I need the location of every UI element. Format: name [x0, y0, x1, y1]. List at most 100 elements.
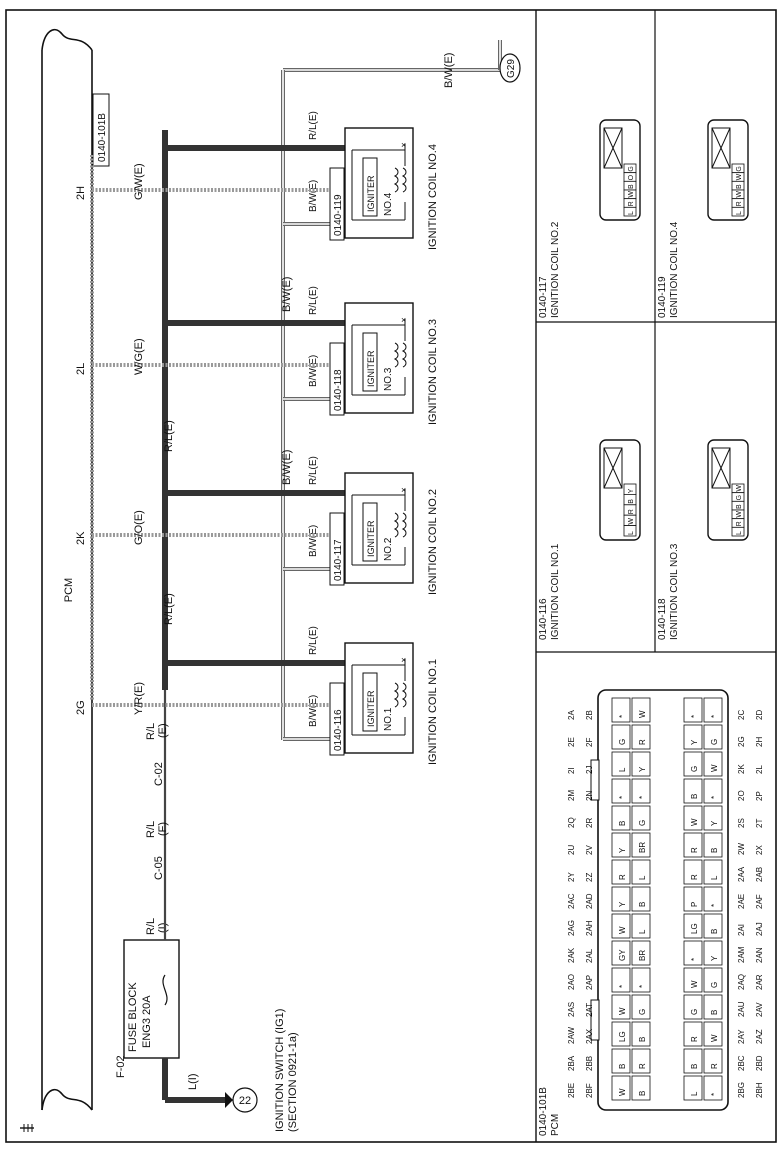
connector-pin — [731, 206, 745, 217]
connector-view-name: IGNITION COIL NO.3 — [669, 543, 680, 640]
pcm-pin-cell — [631, 805, 651, 831]
wire-label-signal: G/W(E) — [133, 163, 145, 200]
pcm-pin-color: L — [690, 1091, 699, 1096]
pcm-pin-color: B — [638, 1037, 647, 1042]
pcm-pin-cell — [631, 967, 651, 993]
pcm-pin-cell — [631, 859, 651, 885]
pcm-pin-cell — [611, 1048, 631, 1074]
spark-icon: × — [401, 485, 406, 495]
spark-icon: × — [401, 655, 406, 665]
pcm-pin-color: W — [618, 1088, 627, 1096]
coil-winding-icon — [393, 512, 399, 538]
pcm-pin-color: * — [710, 715, 719, 718]
pcm-pin-color: Y — [710, 955, 719, 961]
pcm-pin-label: 2I — [567, 767, 576, 774]
pcm-pin-cell — [611, 940, 631, 966]
pcm-pin-cell — [703, 1075, 723, 1101]
pcm-pin-cell — [611, 778, 631, 804]
pcm-pin-label: 2BG — [737, 1082, 746, 1098]
coil-connector-box — [329, 342, 345, 416]
igniter-box — [362, 332, 378, 392]
pcm-pin-label: 2AQ — [737, 974, 746, 990]
pcm-pin-label: 2AB — [755, 867, 764, 882]
pcm-terminal-label: 2H — [75, 186, 87, 200]
pcm-pin-color: L — [618, 767, 627, 772]
pcm-pin-color: BR — [638, 842, 647, 853]
pcm-pin-label: 2K — [737, 764, 746, 774]
joint-c02: C-02 R/L (E) R/L (F) — [145, 723, 169, 838]
pcm-pin-cell — [611, 913, 631, 939]
connector-pin — [731, 526, 745, 537]
wire-label-signal: W/G(E) — [133, 338, 145, 375]
pcm-pin-label: 2BF — [585, 1083, 594, 1098]
pcm-pin-color: B — [690, 794, 699, 799]
igniter-box — [362, 157, 378, 217]
ground-wire-label: B/W(E) — [443, 53, 455, 88]
pcm-pin-color: G — [638, 1009, 647, 1015]
pcm-pin-color: G — [618, 739, 627, 745]
pcm-pin-label: 2AV — [755, 1002, 764, 1017]
pcm-pin-color: G — [690, 1009, 699, 1015]
pcm-pin-label: 2V — [585, 845, 594, 855]
pcm-pin-color: LG — [690, 923, 699, 934]
connector-pin — [623, 525, 637, 537]
coil-connector-id: 0140-116 — [333, 709, 344, 751]
pcm-pin-color: B — [638, 1091, 647, 1096]
pcm-pin-label: 2T — [755, 819, 764, 828]
connector-pin-label: L — [736, 531, 743, 535]
connector-pin-label: G — [628, 166, 635, 171]
joint-c02-label: C-02 — [153, 762, 165, 786]
igniter-label: IGNITER — [366, 690, 376, 727]
pcm-pin-cell — [611, 859, 631, 885]
pcm-pin-label: 2C — [737, 710, 746, 720]
connector-pin — [623, 206, 637, 217]
pcm-pin-cell — [703, 1021, 723, 1047]
pcm-pin-color: B — [710, 1010, 719, 1015]
pcm-pin-cell — [631, 778, 651, 804]
pcm-pin-color: Y — [618, 847, 627, 853]
pcm-pin-color: G — [690, 766, 699, 772]
coil-number-label: NO.3 — [383, 367, 394, 391]
connector-panel — [536, 10, 776, 653]
pcm-pin-cell — [631, 724, 651, 750]
pcm-pin-color: P — [690, 902, 699, 907]
pcm-pin-color: GY — [618, 949, 627, 961]
pcm-pin-label: 2AK — [567, 947, 576, 963]
joint-c05-label: C-05 — [153, 856, 165, 880]
connector-pin-label: R — [628, 509, 635, 514]
pcm-pin-color: * — [690, 715, 699, 718]
pcm-pin-color: * — [618, 985, 627, 988]
pcm-pin-cell — [631, 1075, 651, 1101]
wire-label-feed-1: R/L(E) — [163, 420, 175, 452]
coil-winding-icon — [401, 167, 407, 193]
spark-icon: × — [401, 140, 406, 150]
pcm-pin-cell — [611, 832, 631, 858]
joint-c05: C-05 R/L (I) — [145, 856, 169, 935]
pcm-pin-label: 2R — [585, 818, 594, 828]
connector-view-name: IGNITION COIL NO.4 — [669, 221, 680, 318]
pcm-pin-color: R — [618, 874, 627, 880]
wire-label-rl-i: R/L (I) — [145, 915, 169, 935]
pcm-pin-cell — [631, 832, 651, 858]
pcm-pin-color: B — [618, 821, 627, 826]
coil-winding-icon — [393, 342, 399, 368]
wire-label-coil-neg: B/W(E) — [308, 525, 319, 557]
connector-pin-label: G — [736, 166, 743, 171]
pcm-pin-label: 2G — [737, 736, 746, 747]
connector-view-id: 0140-116 — [538, 598, 549, 640]
pcm-pin-cell — [683, 751, 703, 777]
coil-number-label: NO.4 — [383, 192, 394, 216]
pcm-terminal-label: 2K — [75, 531, 87, 545]
pcm-pin-label: 2BB — [585, 1056, 594, 1071]
pcm-pin-label: 2BD — [755, 1055, 764, 1071]
pcm-pin-cell — [683, 967, 703, 993]
pcm-pin-label: 2BE — [567, 1083, 576, 1098]
igniter-label: IGNITER — [366, 520, 376, 557]
